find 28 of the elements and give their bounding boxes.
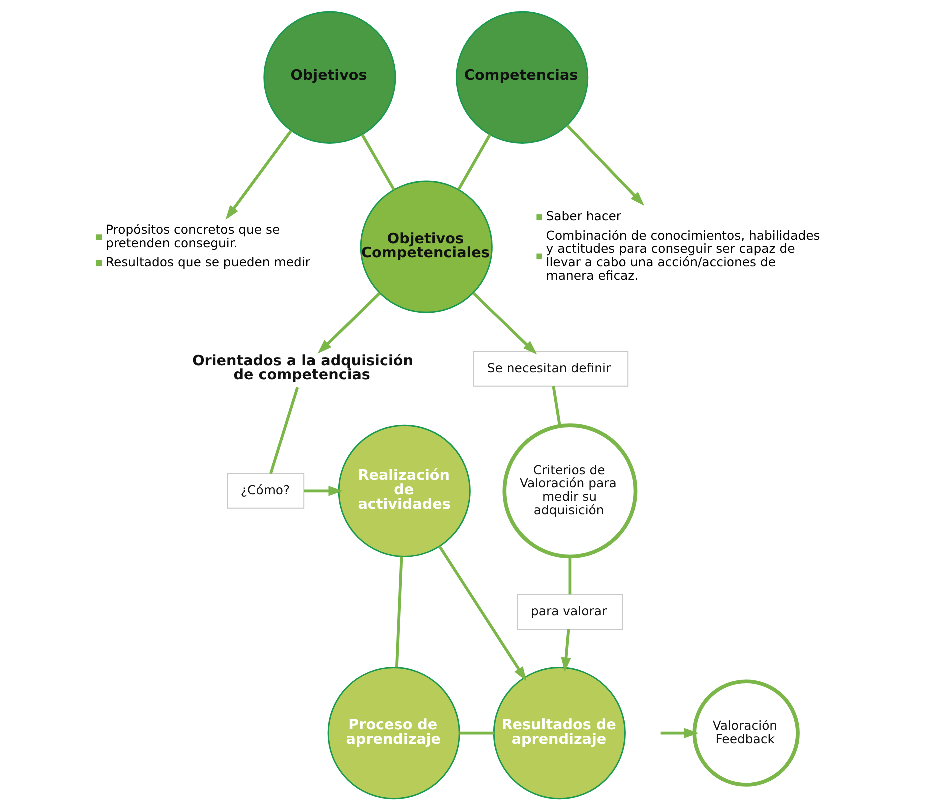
node-text: Propósitos concretos que se pretenden conseguir. Resultados que se pueden medir — [105, 222, 310, 270]
arrow — [566, 124, 644, 206]
node-circle: Criterios de Valoración para medir su adquisición — [502, 424, 638, 559]
arrow — [472, 292, 537, 355]
arrow — [438, 546, 526, 682]
connector — [395, 556, 403, 668]
arrow — [225, 130, 292, 220]
node-box: ¿Cómo? — [226, 473, 304, 509]
arrow — [317, 292, 380, 354]
arrow — [304, 486, 343, 496]
node-circle: Valoración Feedback — [692, 680, 800, 787]
node-text: Saber hacer Combinación de conocimientos, habilidades y actitudes para conseguir ser capaz de llevar a cabo una acción/acciones de manera eficaz. — [546, 208, 820, 284]
node-box: Se necesitan definir — [473, 351, 628, 387]
node-text: Orientados a la adquisición de competencias — [192, 353, 413, 384]
node-box: para valorar — [516, 594, 623, 630]
node-circle: Proceso de aprendizaje — [327, 667, 460, 800]
node-circle: Objetivos Competenciales — [360, 180, 492, 314]
connector — [457, 134, 491, 190]
connector — [552, 386, 561, 426]
node-circle: Competencias — [456, 11, 588, 144]
node-circle: Objetivos — [263, 11, 396, 144]
node-circle: Realización de actividades — [338, 424, 470, 558]
arrow — [660, 728, 698, 738]
connector — [269, 387, 299, 474]
connector — [459, 732, 494, 735]
arrow — [560, 629, 571, 672]
connector — [360, 134, 395, 191]
connector — [568, 556, 572, 595]
